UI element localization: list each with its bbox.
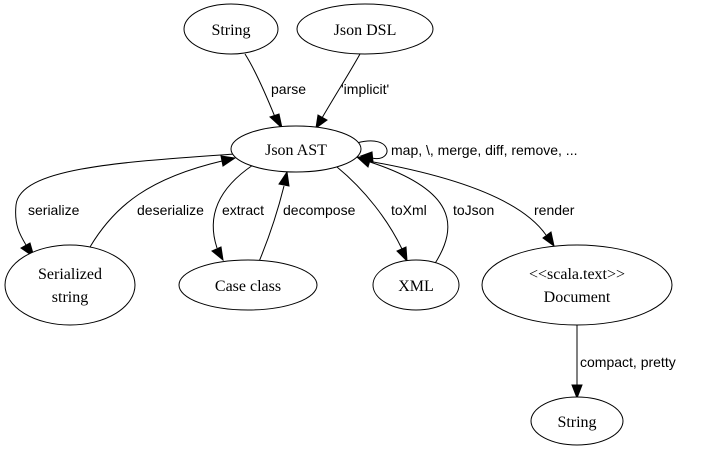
edge-label-compact-pretty: compact, pretty [580, 354, 676, 370]
node-json-dsl-label: Json DSL [334, 22, 397, 39]
node-xml: XML [372, 259, 460, 311]
edge-implicit: 'implicit' [315, 53, 389, 130]
edge-deserialize: deserialize [89, 155, 237, 248]
edge-extract: extract [211, 164, 264, 262]
edge-label-serialize: serialize [28, 202, 80, 218]
node-string-input-label: String [211, 22, 250, 39]
edge-label-render: render [534, 202, 575, 218]
node-document: <<scala.text>> Document [481, 244, 673, 326]
edge-label-decompose: decompose [283, 202, 356, 218]
edge-label-deserialize: deserialize [137, 202, 204, 218]
edge-label-to-xml: toXml [391, 202, 427, 218]
node-serialized-string: Serialized string [4, 244, 136, 326]
node-json-ast-label: Json AST [265, 142, 327, 159]
node-string-input: String [183, 3, 279, 55]
edge-parse: parse [244, 53, 306, 130]
edge-decompose: decompose [257, 170, 356, 265]
node-case-class: Case class [178, 259, 318, 311]
node-json-ast: Json AST [230, 125, 362, 173]
edge-to-json: toJson [355, 156, 494, 266]
edge-serialize: serialize [15, 153, 236, 259]
node-string-output-label: String [557, 414, 596, 431]
node-serialized-string-label-line1: Serialized [38, 266, 102, 283]
node-case-class-label: Case class [215, 278, 281, 295]
node-document-label-line1: <<scala.text>> [529, 266, 625, 283]
node-string-output: String [530, 396, 624, 446]
edge-render: render [361, 159, 575, 248]
node-serialized-string-label-line2: string [52, 289, 88, 306]
edge-to-xml: toXml [336, 166, 427, 263]
edge-label-to-json: toJson [453, 202, 494, 218]
edge-label-self-ops: map, \, merge, diff, remove, ... [391, 142, 577, 158]
edge-label-extract: extract [222, 202, 264, 218]
node-xml-label: XML [398, 278, 434, 295]
edge-label-implicit: 'implicit' [341, 81, 389, 97]
edges: parse 'implicit' map, \, merge, diff, re… [15, 53, 676, 400]
node-document-label-line2: Document [544, 289, 611, 306]
edge-compact-pretty: compact, pretty [571, 325, 676, 400]
edge-self-ops: map, \, merge, diff, remove, ... [356, 140, 577, 163]
node-json-dsl: Json DSL [296, 3, 434, 55]
nodes: String Json DSL Json AST Serialized stri… [4, 3, 673, 446]
edge-label-parse: parse [271, 81, 306, 97]
